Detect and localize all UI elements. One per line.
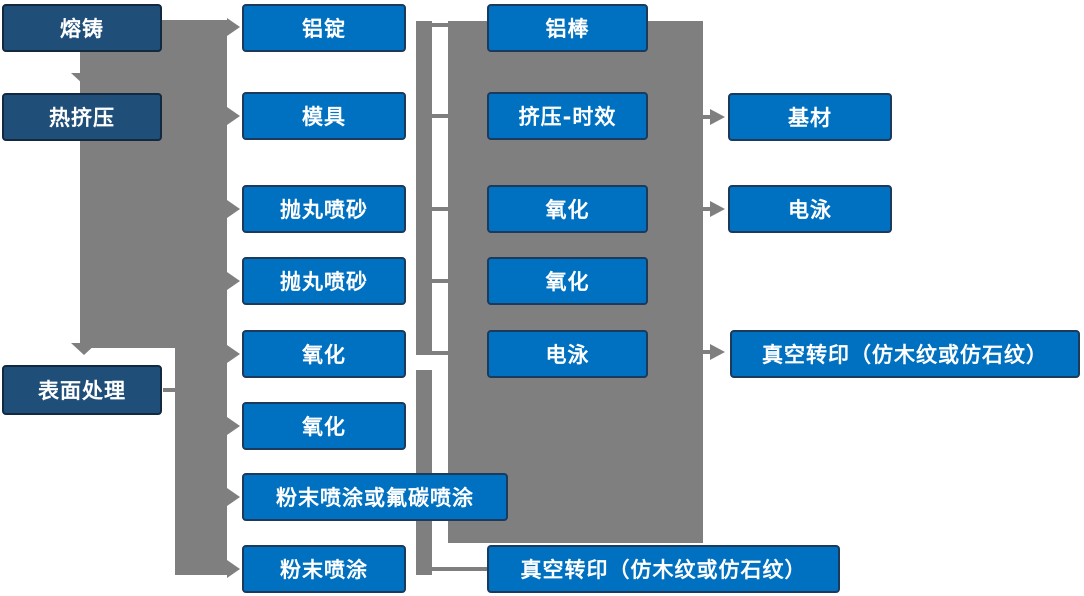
node-electrophoresis-1: 电泳	[487, 330, 648, 378]
node-aluminum-ingot: 铝锭	[242, 4, 406, 52]
arrow-right-row3-icon	[227, 200, 240, 218]
arrow-right-to-vacuum-transfer-icon	[710, 344, 725, 360]
arrow-right-to-electrophoresis-icon	[710, 201, 725, 217]
stem-to-base-material	[703, 115, 713, 119]
arrow-right-row6-icon	[227, 417, 240, 435]
node-vacuum-transfer-print-right: 真空转印（仿木纹或仿石纹）	[730, 330, 1080, 378]
tie-line-bottom	[432, 567, 487, 571]
node-oxidation-2: 氧化	[242, 402, 406, 450]
node-powder-spray: 粉末喷涂	[242, 545, 406, 593]
node-base-material: 基材	[728, 93, 892, 141]
connector-band-left-lower	[175, 348, 227, 575]
tie-line-row2	[432, 114, 448, 118]
arrow-right-row7-icon	[227, 488, 240, 506]
node-shot-blast-sandblast-2: 抛丸喷砂	[242, 257, 406, 305]
arrow-right-row2-icon	[227, 107, 240, 125]
arrow-down-to-hot-extrusion-icon	[71, 73, 97, 85]
node-oxidation-1: 氧化	[242, 330, 406, 378]
arrow-down-to-surface-treatment-icon	[71, 343, 97, 355]
tie-line-row3	[432, 207, 448, 211]
stem-to-electrophoresis	[703, 207, 713, 211]
arrow-right-row4-icon	[227, 272, 240, 290]
node-oxidation-4: 氧化	[487, 257, 648, 305]
tie-line-row1	[432, 23, 448, 27]
node-aluminum-rod: 铝棒	[487, 4, 648, 52]
tie-line-row5	[432, 351, 448, 355]
node-vacuum-transfer-print-bottom: 真空转印（仿木纹或仿石纹）	[487, 545, 840, 593]
node-oxidation-3: 氧化	[487, 185, 648, 233]
node-shot-blast-sandblast-1: 抛丸喷砂	[242, 185, 406, 233]
node-mold: 模具	[242, 92, 406, 140]
connector-band-left-upper	[80, 20, 227, 348]
tie-line-row4	[432, 279, 448, 283]
arrow-right-row1-icon	[227, 18, 240, 36]
node-electrophoresis-2: 电泳	[728, 185, 892, 233]
tie-line-surface-treatment	[163, 388, 177, 392]
stem-to-vacuum-transfer	[703, 350, 713, 354]
node-powder-or-fluorocarbon-spray: 粉末喷涂或氟碳喷涂	[242, 473, 508, 521]
node-hot-extrusion: 热挤压	[2, 93, 162, 141]
node-melting-casting: 熔铸	[2, 4, 162, 52]
node-extrusion-aging: 挤压-时效	[487, 92, 648, 140]
node-surface-treatment: 表面处理	[2, 365, 162, 415]
arrow-right-row5-icon	[227, 345, 240, 363]
arrow-right-to-base-material-icon	[710, 109, 725, 125]
arrow-right-row8-icon	[227, 560, 240, 578]
connector-bar-middle-upper	[416, 21, 432, 355]
connector-bar-middle-lower	[416, 370, 432, 575]
